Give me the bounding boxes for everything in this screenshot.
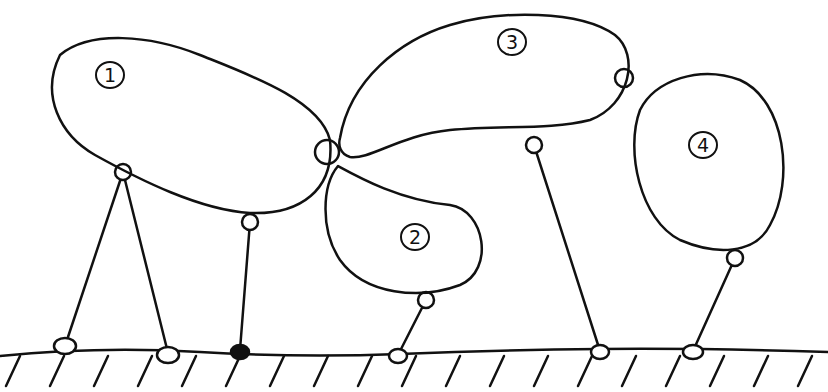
hatch-stroke: [226, 356, 240, 386]
body-shape: 4: [622, 62, 798, 258]
hatch-stroke: [314, 356, 328, 386]
body-outline: [40, 30, 340, 220]
link-bar: [534, 145, 600, 351]
hatch-stroke: [138, 356, 152, 386]
body-outline-path: [339, 15, 628, 157]
body-outline: [333, 8, 643, 163]
callout-number: 3: [497, 28, 527, 56]
hatch-stroke: [94, 356, 108, 386]
hatch-stroke: [578, 356, 592, 386]
ground-pivot: [157, 347, 179, 363]
joint: [727, 250, 743, 266]
hatch-stroke: [6, 356, 20, 386]
body-shape: 1: [40, 30, 340, 220]
joint: [418, 292, 434, 308]
body-shape: 2: [318, 160, 498, 302]
body-shape: 3: [333, 8, 643, 163]
hatch-stroke: [622, 356, 636, 386]
body-outline-path: [52, 38, 330, 213]
callout-number: 4: [688, 131, 718, 159]
link-bar: [65, 172, 123, 346]
ground-pivot: [54, 338, 76, 354]
link-bar: [123, 172, 168, 353]
hatch-stroke: [358, 356, 372, 386]
hatch-stroke: [754, 356, 768, 386]
hatch-stroke: [270, 356, 284, 386]
callout-number: 1: [95, 61, 125, 89]
body-outline-path: [326, 166, 482, 293]
joint: [315, 140, 339, 164]
joint: [526, 137, 542, 153]
hatch-stroke: [490, 356, 504, 386]
link-bar: [693, 258, 735, 351]
body-outline-path: [634, 74, 783, 250]
joint: [242, 214, 258, 230]
body-outline: [318, 160, 498, 302]
hatch-stroke: [710, 356, 724, 386]
joint: [615, 69, 633, 87]
link-bar: [240, 222, 250, 350]
ground-hatching: [6, 356, 812, 386]
ground-pivot: [389, 349, 407, 363]
ground-pivot: [231, 345, 249, 359]
hatch-stroke: [534, 356, 548, 386]
body-outline: [622, 62, 798, 258]
hatch-stroke: [50, 356, 64, 386]
ground-pivot: [591, 345, 609, 359]
hatch-stroke: [446, 356, 460, 386]
hatch-stroke: [182, 356, 196, 386]
link-bar: [398, 300, 426, 355]
ground-pivot: [683, 345, 703, 359]
callout-number: 2: [400, 223, 430, 251]
hatch-stroke: [798, 356, 812, 386]
hatch-stroke: [666, 356, 680, 386]
